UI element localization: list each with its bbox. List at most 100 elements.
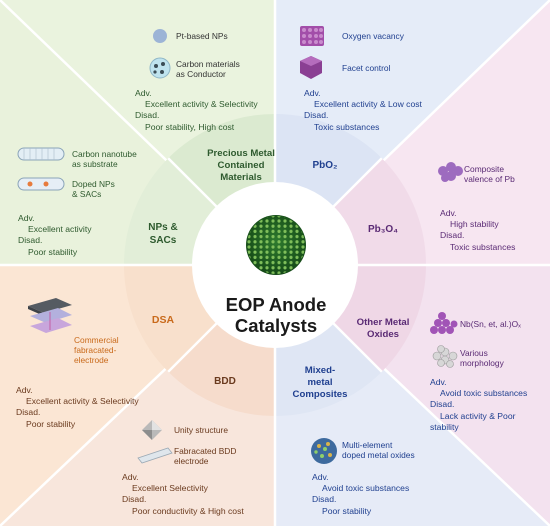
bdd-notes: Adv. Excellent Selectivity Disad. Poor c…: [122, 472, 244, 517]
pbo2-item2: Facet control: [342, 63, 391, 73]
pbo2-item1: Oxygen vacancy: [342, 31, 404, 41]
doped-oxide-sphere-icon: [311, 438, 337, 464]
ring-label-dsa: DSA: [151, 314, 175, 326]
center-title: EOP Anode Catalysts: [214, 294, 338, 337]
nps-notes-disad-text: Poor stability: [28, 246, 78, 257]
pb3o4-item1: Composite valence of Pb: [464, 164, 515, 184]
precious-item2: Carbon materials as Conductor: [176, 59, 240, 79]
precious-item1: Pt-based NPs: [176, 31, 228, 41]
ring-label-other-line2: Oxides: [367, 328, 399, 340]
other-notes-disad-text: Lack activity & Poor: [440, 410, 516, 421]
pb3o4-notes-disad: Disad.: [440, 230, 465, 241]
other-item2-line1: Various: [460, 348, 488, 358]
ring-label-precious-line3: Materials: [220, 171, 262, 183]
pb3o4-notes: Adv. High stability Disad. Toxic substan…: [440, 208, 515, 253]
nps-item1-line2: as substrate: [72, 159, 118, 170]
mixed-item1-line2: doped metal oxides: [342, 450, 415, 461]
pbo2-notes-adv: Adv.: [304, 88, 321, 98]
bdd-notes-adv: Adv.: [122, 472, 139, 482]
dsa-notes-adv-text: Excellent activity & Selectivity: [26, 396, 139, 407]
center-title-line2: Catalysts: [234, 315, 318, 337]
ring-label-bdd: BDD: [214, 376, 236, 387]
ring-label-mixed-line1: Mixed-: [304, 365, 336, 376]
dsa-notes-disad: Disad.: [16, 407, 41, 418]
other-notes-disad: Disad.: [430, 399, 455, 410]
oxygen-vacancy-icon: [300, 26, 324, 46]
bdd-item1: Unity structure: [174, 425, 228, 435]
mixed-notes-disad-text: Poor stability: [322, 505, 372, 516]
precious-notes-adv: Adv.: [135, 88, 152, 98]
catalyst-sphere-icon: [246, 215, 306, 275]
pbo2-notes: Adv. Excellent activity & Low cost Disad…: [304, 88, 422, 133]
pb3o4-item1-line2: valence of Pb: [464, 174, 515, 185]
ring-label-nps-line1: NPs &: [148, 222, 178, 233]
dsa-notes: Adv. Excellent activity & Selectivity Di…: [16, 385, 139, 430]
precious-notes-adv-text: Excellent activity & Selectivity: [145, 99, 258, 110]
dsa-item1: Commercial fabracated- electrode: [74, 335, 119, 365]
ring-label-other-line1: Other Metal: [356, 317, 410, 328]
facet-control-icon: [300, 56, 322, 79]
ring-label-mixed: Mixed- metal Composites: [290, 365, 350, 401]
dsa-notes-disad-text: Poor stability: [26, 418, 76, 429]
bdd-notes-disad: Disad.: [122, 494, 147, 505]
composite-valence-icon: [438, 162, 463, 182]
mixed-notes-adv: Adv.: [312, 472, 329, 482]
mixed-notes-adv-text: Avoid toxic substances: [322, 483, 410, 494]
bdd-notes-adv-text: Excellent Selectivity: [132, 483, 208, 494]
other-notes-adv-text: Avoid toxic substances: [440, 388, 528, 399]
ring-label-mixed-line3: Composites: [292, 388, 348, 400]
nps-notes: Adv. Excellent activity Disad. Poor stab…: [18, 213, 92, 258]
nps-notes-adv: Adv.: [18, 213, 35, 223]
nps-item2: Doped NPs & SACs: [72, 179, 115, 199]
bdd-electrode-icon: [137, 447, 173, 464]
dsa-notes-adv: Adv.: [16, 385, 33, 395]
mixed-notes-disad: Disad.: [312, 494, 337, 505]
other-notes-disad-text2: stability: [430, 421, 459, 432]
ring-label-nps: NPs & SACs: [138, 222, 188, 247]
morphology-icon: [432, 345, 458, 368]
precious-item2-line2: as Conductor: [176, 69, 226, 80]
nps-item1-line1: Carbon nanotube: [72, 149, 137, 159]
pb3o4-notes-adv-text: High stability: [450, 219, 499, 230]
ring-label-other: Other Metal Oxides: [348, 317, 418, 341]
unity-structure-icon: [142, 420, 162, 440]
ring-label-precious: Precious Metal Contained Materials: [191, 148, 291, 184]
center-title-line1: EOP Anode: [225, 294, 327, 315]
other-item2-line2: morphology: [460, 358, 504, 369]
other-notes-adv: Adv.: [430, 377, 447, 387]
mixed-item1-line1: Multi-element: [342, 440, 393, 450]
doped-nps-icon: [17, 177, 65, 191]
ring-label-pbo2: PbO₂: [312, 160, 338, 171]
bdd-item2: Fabracated BDD electrode: [174, 446, 236, 466]
nps-notes-adv-text: Excellent activity: [28, 224, 92, 235]
mixed-item1: Multi-element doped metal oxides: [342, 440, 415, 460]
carbon-nanotube-icon: [17, 147, 65, 161]
nps-item2-line2: & SACs: [72, 189, 102, 200]
dsa-item1-line3: electrode: [74, 355, 109, 366]
other-item2: Various morphology: [460, 348, 504, 368]
mixed-notes: Adv. Avoid toxic substances Disad. Poor …: [312, 472, 409, 517]
precious-notes: Adv. Excellent activity & Selectivity Di…: [135, 88, 258, 133]
bdd-notes-disad-text: Poor conductivity & High cost: [132, 505, 244, 516]
other-item1: Nb(Sn, et, al.)Oₓ: [460, 319, 521, 329]
carbon-conductor-icon: [149, 57, 171, 79]
bdd-item2-line2: electrode: [174, 456, 209, 467]
precious-notes-disad-text: Poor stability, High cost: [145, 121, 235, 132]
pt-nanoparticle-icon: [153, 29, 167, 43]
pbo2-notes-adv-text: Excellent activity & Low cost: [314, 99, 422, 110]
bdd-item2-line1: Fabracated BDD: [174, 446, 237, 456]
pbo2-notes-disad-text: Toxic substances: [314, 121, 380, 132]
pb3o4-notes-disad-text: Toxic substances: [450, 241, 516, 252]
nb-oxide-icon: [430, 312, 458, 334]
ring-label-mixed-line2: metal: [307, 376, 333, 388]
ring-label-precious-line1: Precious Metal: [207, 148, 275, 159]
pbo2-notes-disad: Disad.: [304, 110, 329, 121]
pb3o4-notes-adv: Adv.: [440, 208, 457, 218]
precious-notes-disad: Disad.: [135, 110, 160, 121]
ring-label-nps-line2: SACs: [149, 234, 177, 246]
dsa-item1-line2: fabracated-: [74, 345, 117, 356]
ring-label-precious-line2: Contained: [217, 159, 265, 171]
dsa-item1-line1: Commercial: [74, 335, 119, 345]
pb3o4-item1-line1: Composite: [464, 164, 505, 174]
